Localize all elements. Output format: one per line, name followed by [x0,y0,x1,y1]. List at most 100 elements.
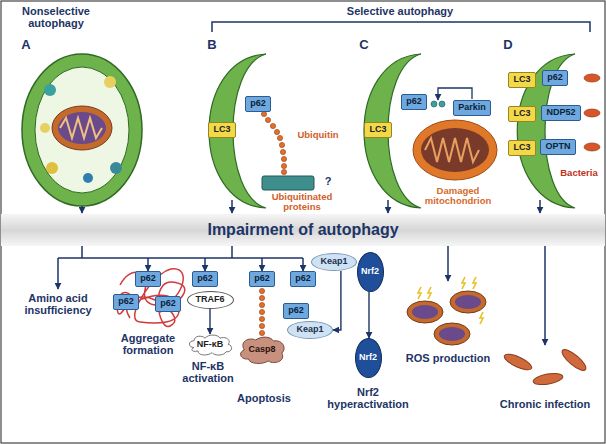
bacterium [584,109,600,117]
node-text: p62 [406,97,422,107]
outcome-label: ROS production [393,352,503,364]
connector-arrow [368,292,369,338]
parkin-box: Parkin [453,100,491,116]
outcome-label: NF-κB activation [171,360,245,384]
ubiquitin [259,295,264,300]
node-text: LC3 [369,125,386,135]
bacterium [502,351,533,373]
cristae [60,118,102,138]
node-text: p62 [547,73,563,83]
node-text: TRAF6 [196,295,225,305]
flow-arrow [539,200,541,213]
flow-arrow [387,200,389,213]
ubiquitin [279,142,284,147]
ubiquitin [277,135,282,140]
mitochondrion-matrix [421,128,489,172]
traf6-oval: TRAF6 [187,291,234,309]
keap1-oval: Keap1 [311,253,357,271]
branch-line [58,246,303,258]
ubiquitin [439,101,445,107]
node-text: p62 [140,274,156,284]
nrf2-oval: Nrf2 [357,252,384,292]
flow-arrow [231,200,233,213]
question-mark: ? [320,175,336,187]
flow-arrow [204,258,206,271]
node-text: p62 [160,299,176,309]
node-text: p62 [295,274,311,284]
node-text: Nrf2 [361,267,379,277]
damaged-mitochondrion [413,120,497,180]
section-heading: Nonselective autophagy [6,5,106,29]
ubiquitin [259,288,264,293]
selective-bracket [212,22,590,32]
outcome-label: Amino acid insufficiency [12,292,104,316]
node-text: LC3 [213,125,230,135]
p62-box: p62 [542,70,568,86]
p62-box: p62 [249,271,275,287]
cytoplasm-particle [110,162,122,174]
cargo-label: Bacteria [555,168,603,178]
p62-box: p62 [283,303,309,319]
node-text: LC3 [513,75,530,85]
bacterium [584,74,600,82]
mitochondrion-matrix [439,327,465,341]
ubiquitin [259,330,264,335]
ros-spark [418,277,483,324]
connector-arrow [209,309,210,334]
p62-box: p62 [135,271,161,287]
lc3-box: LC3 [508,72,536,88]
ubiquitin [270,123,275,128]
connector-arrow [333,271,341,330]
panel-letter: B [202,38,222,52]
flow-arrow [57,258,59,289]
p62-box: p62 [192,271,218,287]
nfkb-cloud-outline-path [190,335,232,355]
mitochondrion-matrix [412,305,438,319]
node-text: Nrf2 [359,353,377,363]
node-text: p62 [118,297,134,307]
mitochondrion [52,106,112,150]
section-heading: Selective autophagy [320,5,480,17]
ros-mitochondria [407,277,486,345]
cristae [425,138,479,162]
mitochondrion [434,323,470,345]
ubiquitinated-protein [262,176,314,190]
ubiquitin [280,149,285,154]
p62-box: p62 [155,296,181,312]
node-text: Keap1 [320,257,347,267]
flow-arrow [447,246,449,281]
bacterium [584,143,600,151]
node-text: Impairment of autophagy [207,221,398,239]
lc3-box: LC3 [364,122,392,138]
p62-box: p62 [401,94,427,110]
node-text: NF-κB [197,340,224,350]
ubiquitin [261,111,266,116]
node-text: p62 [250,99,266,109]
cytoplasm-particle [46,162,58,174]
panel-letter: C [354,38,374,52]
node-text: p62 [197,274,213,284]
bacterium [532,371,563,386]
node-text: LC3 [513,109,530,119]
keap1-oval: Keap1 [287,321,333,339]
cargo-label: Damaged mitochondrion [412,186,504,207]
node-text: LC3 [513,143,530,153]
ubiquitin [259,323,264,328]
ubiquitin [281,156,286,161]
ubiquitin-chain [261,111,286,174]
cytoplasm-particle [83,173,93,183]
flow-arrow [261,258,263,271]
ubiquitin [259,316,264,321]
ubiquitin [259,309,264,314]
panel-letter: D [498,38,518,52]
node-text: Casp8 [248,345,275,355]
casp8-blob: Casp8 [238,336,286,364]
lc3-box: LC3 [508,106,536,122]
ubiquitin [265,117,270,122]
p62-box: p62 [245,96,271,112]
ndp52-box: NDP52 [541,105,581,121]
mitochondrion-matrix [58,112,106,144]
protein-aggregate [117,269,185,327]
optn-box: OPTN [540,139,576,155]
